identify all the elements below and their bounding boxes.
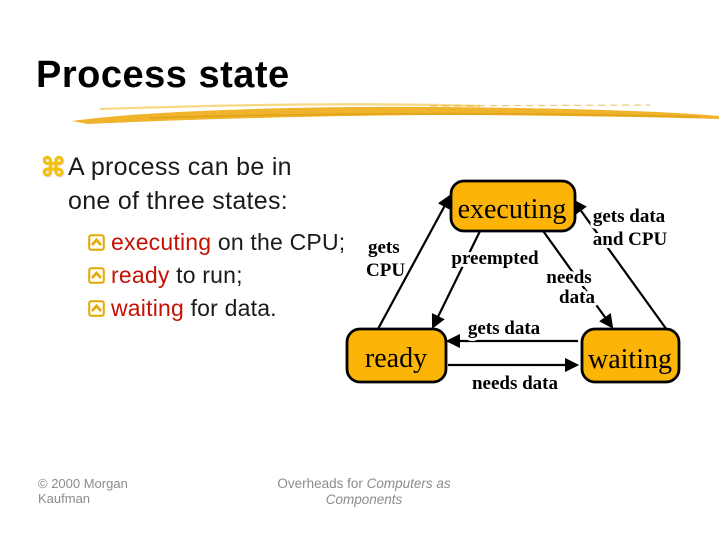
command-bullet-icon: ⌘ — [40, 152, 66, 182]
copyright-line-1: © 2000 Morgan — [38, 476, 128, 491]
arrow-executing-to-waiting — [540, 227, 614, 329]
state-box-executing — [449, 179, 577, 233]
arrow-ready-to-executing — [377, 194, 452, 330]
square-chevron-bullet-icon — [88, 234, 105, 251]
state-keyword: ready — [111, 262, 170, 288]
edge-label-needs-data-horizontal: needs data — [472, 373, 559, 394]
footer-book-reference: Overheads for Computers as Components — [258, 476, 470, 508]
state-label-executing: executing — [458, 194, 567, 225]
list-item: ready to run; — [88, 259, 370, 292]
state-box-ready — [345, 327, 448, 384]
bullet-text: A process can be in one of three states: — [68, 150, 292, 218]
copyright-line-2: Kaufman — [38, 491, 91, 506]
state-keyword: executing — [111, 229, 212, 255]
square-chevron-bullet-icon — [88, 267, 105, 284]
page-title: Process state — [36, 54, 290, 96]
bullet-line-2: one of three states: — [68, 187, 289, 215]
edge-label-gets-data-and-cpu: and CPU — [593, 229, 668, 250]
bullet-line-1: A process can be in — [68, 153, 292, 181]
edge-label-gets-cpu: gets — [368, 237, 400, 258]
state-box-waiting — [580, 327, 681, 384]
state-keyword: waiting — [111, 295, 184, 321]
arrow-waiting-to-executing — [572, 199, 668, 331]
edge-label-gets-data-and-cpu: gets data — [593, 206, 666, 227]
bullet-list: ⌘ A process can be in one of three state… — [40, 150, 370, 325]
bullet-rest-text: to run; — [169, 262, 243, 288]
bullet-rest-text: on the CPU; — [211, 229, 346, 255]
arrow-executing-to-ready — [431, 228, 482, 329]
state-label-waiting: waiting — [588, 344, 672, 375]
edge-label-gets-cpu: CPU — [366, 260, 405, 281]
book-title-part-1: Computers as — [366, 476, 451, 491]
footer-prefix: Overheads for — [277, 476, 367, 491]
edge-label-preempted: preempted — [451, 248, 539, 269]
bullet-rest-text: for data. — [184, 295, 277, 321]
square-chevron-bullet-icon — [88, 300, 105, 317]
copyright-notice: © 2000 Morgan Kaufman — [38, 476, 128, 506]
edge-label-needs-data: needs — [546, 267, 591, 288]
edge-label-gets-data: gets data — [468, 318, 541, 339]
footer-line-1: Overheads for Computers as — [258, 476, 470, 492]
list-item: ⌘ A process can be in one of three state… — [40, 150, 370, 218]
list-item: waiting for data. — [88, 292, 370, 325]
state-label-ready: ready — [365, 343, 427, 374]
edge-label-needs-data: data — [559, 287, 595, 308]
list-item: executing on the CPU; — [88, 226, 370, 259]
book-title-part-2: Components — [325, 492, 403, 507]
sub-bullet-list: executing on the CPU; ready to run; wait… — [88, 226, 370, 325]
